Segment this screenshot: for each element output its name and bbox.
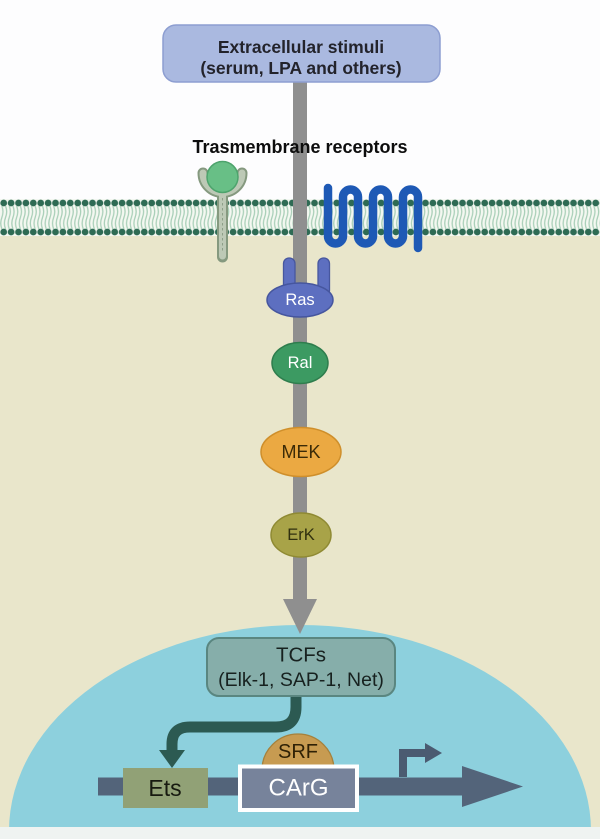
node-ras: Ras: [266, 257, 334, 318]
ets-box: Ets: [123, 768, 208, 808]
node-mek: MEK: [260, 426, 342, 478]
ral-label: Ral: [288, 354, 313, 372]
carg-label: CArG: [269, 775, 329, 802]
cup-receptor: [197, 160, 248, 263]
carg-box: CArG: [238, 764, 359, 812]
erk-label: ErK: [287, 526, 315, 544]
tcfs-box: TCFs (Elk-1, SAP-1, Net): [206, 637, 396, 697]
ets-label: Ets: [148, 775, 181, 801]
gpcr-receptor: [323, 183, 423, 253]
node-erk: ErK: [270, 512, 332, 558]
node-ral: Ral: [271, 341, 329, 385]
tcf-to-ets-arrow: [159, 690, 302, 768]
stimulus-line1: Extracellular stimuli: [218, 37, 384, 57]
ligand-ball: [206, 160, 239, 194]
stimulus-line2: (serum, LPA and others): [200, 58, 401, 78]
dna-arrowhead: [462, 766, 523, 807]
ras-label: Ras: [285, 291, 314, 309]
transcription-start-arrow: [399, 743, 442, 777]
receptors-label: Trasmembrane receptors: [192, 137, 407, 157]
tcfs-line2: (Elk-1, SAP-1, Net): [218, 669, 384, 691]
mek-label: MEK: [281, 442, 320, 462]
tcfs-line1: TCFs: [276, 644, 326, 667]
stimulus-box: Extracellular stimuli (serum, LPA and ot…: [162, 24, 441, 83]
bottom-strip: [0, 827, 600, 839]
srf-label: SRF: [278, 741, 318, 763]
